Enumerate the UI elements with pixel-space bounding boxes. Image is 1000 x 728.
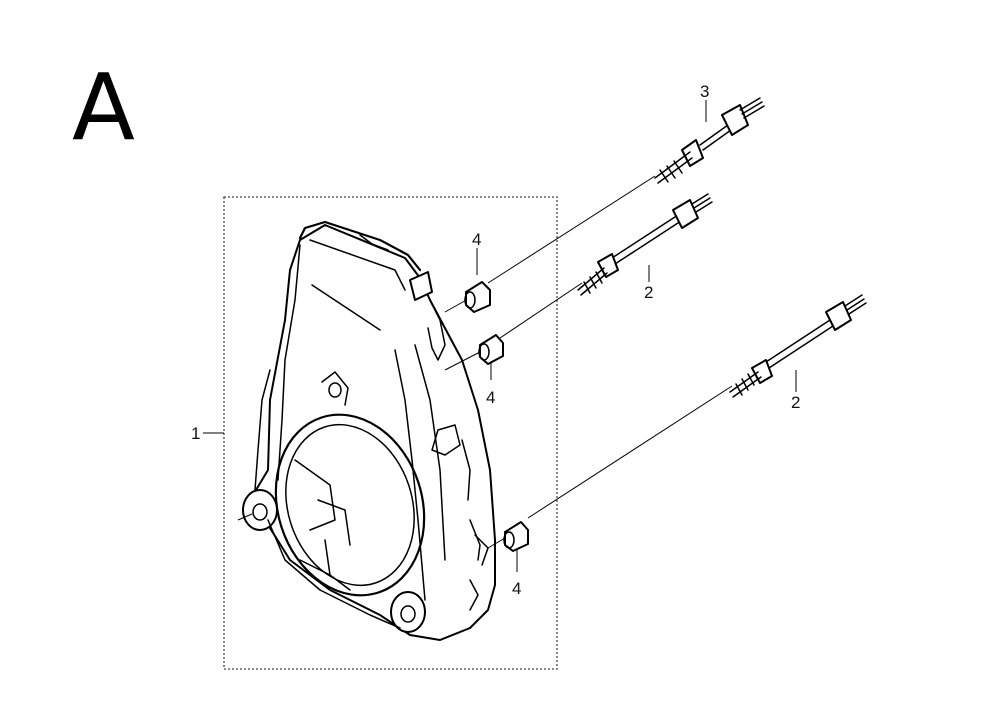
callout-2b: 2 xyxy=(791,393,800,412)
stud-bolt xyxy=(577,193,713,296)
collar xyxy=(503,521,529,552)
stud-bolt xyxy=(729,294,867,398)
callout-4c: 4 xyxy=(512,579,521,598)
callout-1: 1 xyxy=(191,424,200,443)
collar xyxy=(464,281,491,313)
leader-lines xyxy=(203,100,797,572)
fan-cover xyxy=(237,220,496,641)
callout-4b: 4 xyxy=(486,388,495,407)
callout-2a: 2 xyxy=(644,283,653,302)
collar xyxy=(478,334,504,365)
callout-4a: 4 xyxy=(472,230,481,249)
callout-3: 3 xyxy=(700,82,709,101)
long-stud-bolt xyxy=(654,97,765,184)
section-letter: A xyxy=(72,54,135,161)
